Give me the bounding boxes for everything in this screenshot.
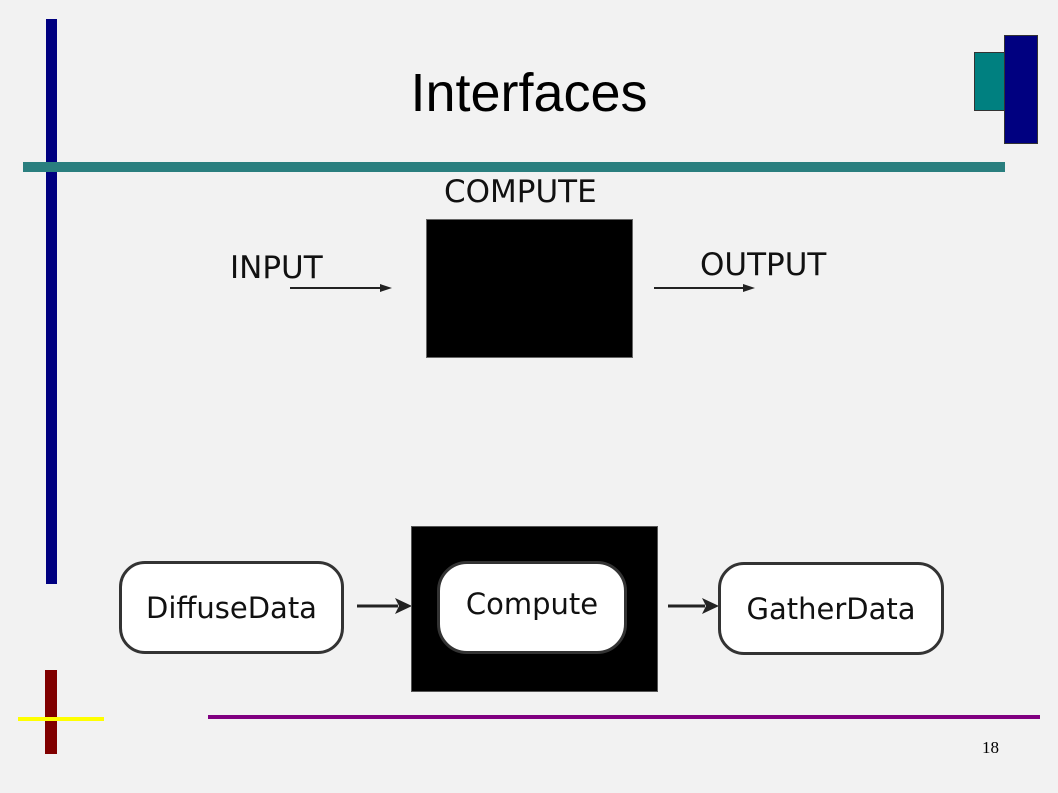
- bottom-yellow-line: [18, 717, 104, 721]
- slide-number: 18: [982, 738, 999, 757]
- bottom-maroon-bar: [45, 670, 57, 754]
- compute-black-box: [426, 219, 633, 358]
- left-vertical-bar: [46, 19, 57, 584]
- compute-node: Compute: [437, 561, 627, 654]
- gather-data-node: GatherData: [718, 562, 944, 655]
- slide-title: Interfaces: [410, 63, 648, 123]
- diffuse-data-label: DiffuseData: [146, 590, 317, 625]
- footer-purple-line: [208, 715, 1040, 719]
- gather-data-label: GatherData: [746, 591, 916, 626]
- compute-to-gather-arrow: [668, 598, 719, 614]
- diffuse-data-node: DiffuseData: [119, 561, 344, 654]
- header-divider-line: [23, 162, 1005, 172]
- compute-node-label: Compute: [465, 586, 599, 621]
- input-arrow: [290, 284, 392, 292]
- corner-navy-bar: [1004, 35, 1038, 144]
- input-label: INPUT: [230, 250, 323, 286]
- output-label: OUTPUT: [700, 247, 827, 283]
- diffuse-to-compute-arrow: [357, 598, 412, 614]
- compute-label: COMPUTE: [444, 174, 597, 210]
- output-arrow: [654, 284, 755, 292]
